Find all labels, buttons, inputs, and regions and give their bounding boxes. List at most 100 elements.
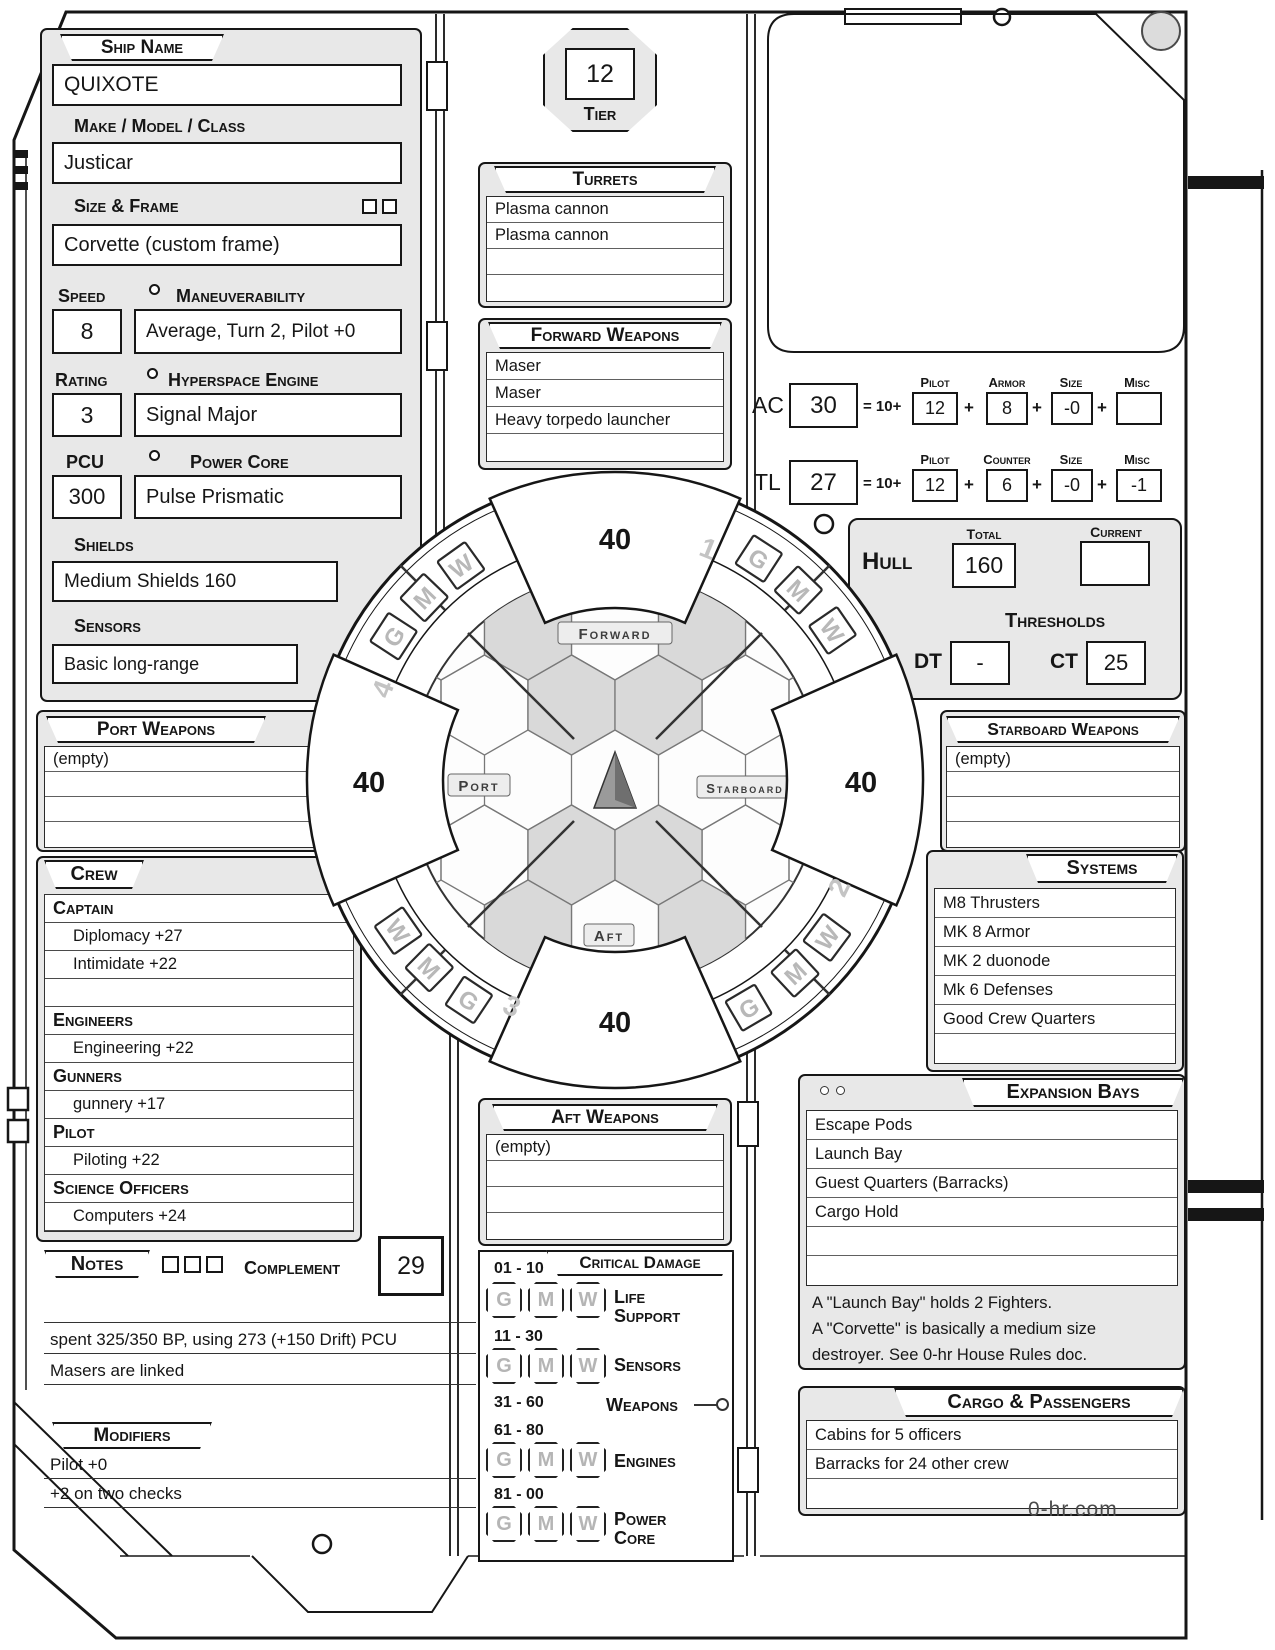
bottom-ring-ornament xyxy=(311,1533,333,1555)
bottom-left-diagonals xyxy=(13,1401,173,1557)
power-core-label: Power Core xyxy=(190,452,289,472)
notes-checkbox-2[interactable] xyxy=(184,1256,201,1273)
hull-total-field[interactable]: 160 xyxy=(952,543,1016,588)
ct-field[interactable]: 25 xyxy=(1086,641,1146,685)
shields-field[interactable]: Medium Shields 160 xyxy=(52,561,338,602)
tl-counter-field[interactable]: 6 xyxy=(986,469,1028,502)
plus-sign: + xyxy=(964,475,974,494)
crit-box-gunner[interactable]: G xyxy=(486,1282,522,1318)
power-core-field[interactable]: Pulse Prismatic xyxy=(134,475,402,519)
conduit-lines-bottom xyxy=(449,1008,756,1556)
complement-label: Complement xyxy=(244,1258,341,1278)
weapon-slot xyxy=(947,772,1179,797)
crew-role-pilot: Pilot xyxy=(45,1119,353,1147)
weapon-slot: Heavy torpedo launcher xyxy=(487,407,723,434)
modifier-line: Pilot +0 xyxy=(44,1450,476,1479)
sensors-field[interactable]: Basic long-range xyxy=(52,644,298,684)
shield-value-port[interactable]: 40 xyxy=(353,767,385,799)
weapon-slot xyxy=(45,822,315,847)
arc-letter-box[interactable]: M xyxy=(770,948,820,998)
ac-size-field[interactable]: -0 xyxy=(1051,392,1093,425)
arc-letter-box[interactable]: W xyxy=(374,906,423,955)
ac-armor-field[interactable]: 8 xyxy=(986,392,1028,425)
tl-misc-field[interactable]: -1 xyxy=(1116,469,1162,502)
tl-size-field[interactable]: -0 xyxy=(1051,469,1093,502)
shields-label: Shields xyxy=(74,535,134,555)
arc-letter-box[interactable]: W xyxy=(802,913,852,962)
cargo-item xyxy=(807,1479,1177,1508)
tl-pilot-field[interactable]: 12 xyxy=(912,469,958,502)
crit-box-wrecked[interactable]: W xyxy=(570,1506,606,1542)
arc-letter-box[interactable]: M xyxy=(404,943,454,992)
bottom-tab xyxy=(251,1555,469,1613)
expansion-bay-item xyxy=(807,1227,1177,1256)
ac-base-formula: = 10+ xyxy=(863,398,902,415)
frame-checkbox-1[interactable] xyxy=(362,199,377,214)
pcu-field[interactable]: 300 xyxy=(52,475,122,519)
arc-letter-box[interactable]: G xyxy=(724,984,773,1032)
ship-name-field[interactable]: QUIXOTE xyxy=(52,64,402,106)
arc-letter-box[interactable]: W xyxy=(808,606,857,655)
ac-pilot-field[interactable]: 12 xyxy=(912,392,958,425)
top-right-disc-ornament xyxy=(1141,11,1181,51)
crit-box-gunner[interactable]: G xyxy=(486,1442,522,1478)
model-field[interactable]: Justicar xyxy=(52,142,402,184)
note-line: A "Launch Bay" holds 2 Fighters. xyxy=(812,1294,1053,1312)
speed-field[interactable]: 8 xyxy=(52,309,122,354)
hyperspace-field[interactable]: Signal Major xyxy=(134,393,402,437)
tier-label: Tier xyxy=(583,104,617,124)
ac-misc-field[interactable] xyxy=(1116,392,1162,425)
hull-current-field[interactable] xyxy=(1080,541,1150,586)
crit-box-gunner[interactable]: G xyxy=(486,1348,522,1384)
frame-field[interactable]: Corvette (custom frame) xyxy=(52,224,402,266)
arc-letter-box[interactable]: M xyxy=(774,565,823,615)
tl-total-field[interactable]: 27 xyxy=(789,460,858,505)
weapon-slot: Maser xyxy=(487,380,723,407)
expansion-bay-item: Launch Bay xyxy=(807,1140,1177,1169)
shield-value-aft[interactable]: 40 xyxy=(599,1007,631,1039)
turrets-list: Plasma cannon Plasma cannon xyxy=(486,196,724,302)
crit-box-malfunction[interactable]: M xyxy=(528,1442,564,1478)
arc-letter-box[interactable]: M xyxy=(399,573,449,622)
complement-field[interactable]: 29 xyxy=(378,1236,444,1296)
crit-box-wrecked[interactable]: W xyxy=(570,1282,606,1318)
dt-label: DT xyxy=(914,650,942,673)
frame-checkbox-2[interactable] xyxy=(382,199,397,214)
maneuverability-field[interactable]: Average, Turn 2, Pilot +0 xyxy=(134,309,402,354)
frame-label: Size & Frame xyxy=(74,196,179,216)
arc-letter-box[interactable]: W xyxy=(436,541,485,590)
turrets-header: Turrets xyxy=(494,166,716,193)
crit-system-engines: Engines xyxy=(614,1451,676,1471)
turret-slot: Plasma cannon xyxy=(487,223,723,249)
rating-field[interactable]: 3 xyxy=(52,393,122,437)
arc-letter-box[interactable]: G xyxy=(445,975,493,1024)
ac-total-field[interactable]: 30 xyxy=(789,383,858,428)
crit-box-wrecked[interactable]: W xyxy=(570,1442,606,1478)
crit-box-wrecked[interactable]: W xyxy=(570,1348,606,1384)
ct-label: CT xyxy=(1050,650,1078,673)
shield-value-starboard[interactable]: 40 xyxy=(845,767,877,799)
notes-checkbox-3[interactable] xyxy=(206,1256,223,1273)
arc-letter-box[interactable]: G xyxy=(734,534,783,583)
notes-checkbox-1[interactable] xyxy=(162,1256,179,1273)
expansion-bay-item: Cargo Hold xyxy=(807,1198,1177,1227)
dt-field[interactable]: - xyxy=(950,641,1010,685)
left-edge-port-2 xyxy=(6,1118,30,1144)
tier-field[interactable]: 12 xyxy=(565,48,635,100)
crit-box-gunner[interactable]: G xyxy=(486,1506,522,1542)
forward-weapons-list: Maser Maser Heavy torpedo launcher xyxy=(486,352,724,462)
crit-box-malfunction[interactable]: M xyxy=(528,1348,564,1384)
ship-arc-diagram: Forward Port Starboard Aft 40 40 40 40 W… xyxy=(305,470,925,1090)
forward-label-plate xyxy=(557,621,673,645)
system-item xyxy=(935,1034,1175,1063)
left-edge-bars xyxy=(14,150,28,190)
hull-current-label: Current xyxy=(1090,524,1142,540)
notes-line: Masers are linked xyxy=(44,1354,476,1385)
arc-letter-box[interactable]: G xyxy=(369,612,418,661)
crew-blank-line xyxy=(45,979,353,1007)
shield-value-forward[interactable]: 40 xyxy=(599,524,631,556)
crit-box-malfunction[interactable]: M xyxy=(528,1506,564,1542)
system-item: Mk 6 Defenses xyxy=(935,976,1175,1005)
crit-box-malfunction[interactable]: M xyxy=(528,1282,564,1318)
